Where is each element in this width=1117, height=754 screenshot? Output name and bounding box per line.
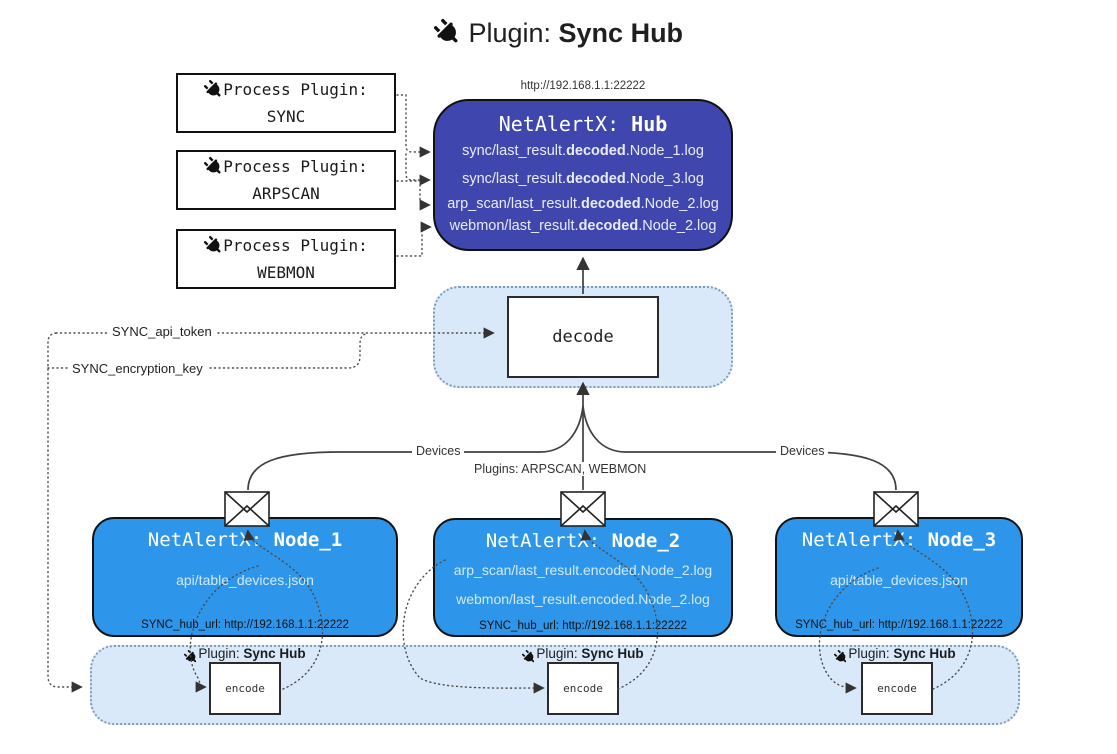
log-pre: sync/last_result. bbox=[462, 143, 567, 159]
log-bold: decoded bbox=[578, 218, 639, 234]
node-title-name: Node_1 bbox=[273, 529, 343, 551]
process-plugin-box-sync: Process Plugin: SYNC bbox=[176, 73, 396, 133]
hub-title: NetAlertX: Hub bbox=[433, 112, 733, 136]
band-label-text: Plugin: bbox=[848, 646, 890, 661]
process-plugin-label-text: Process Plugin: bbox=[223, 156, 368, 176]
log-bold: decoded bbox=[566, 171, 626, 187]
process-plugin-name: WEBMON bbox=[257, 263, 315, 282]
hub-box bbox=[433, 99, 733, 251]
node-title-name: Node_3 bbox=[927, 529, 997, 551]
encode-label: encode bbox=[563, 682, 603, 695]
node-file: arp_scan/last_result.encoded.Node_2.log bbox=[453, 562, 713, 578]
decode-label: decode bbox=[552, 327, 614, 347]
process-plugin-label: Process Plugin: bbox=[204, 78, 368, 105]
decode-box: decode bbox=[507, 296, 659, 378]
page-title-label: Plugin: bbox=[468, 18, 552, 48]
hub-log-line: arp_scan/last_result.decoded.Node_2.log bbox=[433, 196, 733, 212]
band-label-name: Sync Hub bbox=[581, 646, 644, 661]
node-title-name: Node_2 bbox=[611, 530, 681, 552]
process-plugin-name: ARPSCAN bbox=[252, 184, 320, 203]
log-pre: arp_scan/last_result. bbox=[447, 196, 581, 212]
node-title-prefix: NetAlertX: bbox=[147, 529, 263, 551]
encode-label: encode bbox=[877, 682, 917, 695]
node-title-prefix: NetAlertX: bbox=[801, 529, 917, 551]
node-file: webmon/last_result.encoded.Node_2.log bbox=[456, 591, 710, 607]
encode-label: encode bbox=[225, 682, 265, 695]
encode-box: encode bbox=[861, 662, 933, 715]
node-file: api/table_devices.json bbox=[176, 572, 314, 588]
hub-log-line: webmon/last_result.decoded.Node_2.log bbox=[433, 218, 733, 234]
band-label-name: Sync Hub bbox=[893, 646, 956, 661]
process-plugin-label-text: Process Plugin: bbox=[223, 235, 368, 255]
band-label-text: Plugin: bbox=[536, 646, 578, 661]
hub-log-line: sync/last_result.decoded.Node_3.log bbox=[433, 171, 733, 187]
log-pre: webmon/last_result. bbox=[449, 218, 579, 234]
plug-icon bbox=[204, 157, 223, 182]
plug-icon bbox=[834, 650, 848, 665]
process-plugin-box-arpscan: Process Plugin: ARPSCAN bbox=[176, 150, 396, 210]
plug-icon bbox=[522, 650, 536, 665]
process-plugin-label-text: Process Plugin: bbox=[223, 79, 368, 99]
plug-icon bbox=[204, 80, 223, 105]
node-title-prefix: NetAlertX: bbox=[485, 530, 601, 552]
log-pre: sync/last_result. bbox=[462, 171, 567, 187]
hub-title-name: Hub bbox=[631, 112, 668, 136]
node-title: NetAlertX: Node_1 bbox=[94, 529, 396, 551]
log-bold: decoded bbox=[566, 143, 626, 159]
process-plugin-name: SYNC bbox=[266, 107, 306, 126]
node-hub-url: SYNC_hub_url: http://192.168.1.1:22222 bbox=[795, 619, 1003, 631]
log-post: .Node_2.log bbox=[638, 218, 717, 234]
encode-box: encode bbox=[209, 662, 281, 715]
log-bold: decoded bbox=[580, 196, 641, 212]
log-post: .Node_1.log bbox=[625, 143, 704, 159]
log-post: .Node_3.log bbox=[625, 171, 704, 187]
band-label-text: Plugin: bbox=[198, 646, 240, 661]
node-box-node-2: NetAlertX: Node_2 arp_scan/last_result.e… bbox=[433, 518, 733, 637]
band-label-name: Sync Hub bbox=[243, 646, 306, 661]
hub-log-line: sync/last_result.decoded.Node_1.log bbox=[433, 143, 733, 159]
hub-title-prefix: NetAlertX: bbox=[498, 112, 620, 136]
node-box-node-1: NetAlertX: Node_1 api/table_devices.json… bbox=[92, 517, 398, 637]
page-title-name: Sync Hub bbox=[558, 18, 684, 48]
page-title: Plugin: Sync Hub bbox=[0, 18, 1117, 53]
process-plugin-label: Process Plugin: bbox=[204, 234, 368, 261]
process-plugin-box-webmon: Process Plugin: WEBMON bbox=[176, 229, 396, 289]
plug-icon bbox=[184, 650, 198, 665]
node-hub-url: SYNC_hub_url: http://192.168.1.1:22222 bbox=[479, 620, 687, 632]
node-file: api/table_devices.json bbox=[830, 572, 968, 588]
encode-box: encode bbox=[547, 662, 619, 715]
process-plugin-label: Process Plugin: bbox=[204, 155, 368, 182]
node-title: NetAlertX: Node_3 bbox=[777, 529, 1021, 551]
plug-icon bbox=[204, 236, 223, 261]
node-box-node-3: NetAlertX: Node_3 api/table_devices.json… bbox=[775, 517, 1023, 637]
node-hub-url: SYNC_hub_url: http://192.168.1.1:22222 bbox=[141, 619, 349, 631]
log-post: .Node_2.log bbox=[640, 196, 719, 212]
node-title: NetAlertX: Node_2 bbox=[435, 530, 731, 552]
plug-icon bbox=[434, 19, 461, 53]
